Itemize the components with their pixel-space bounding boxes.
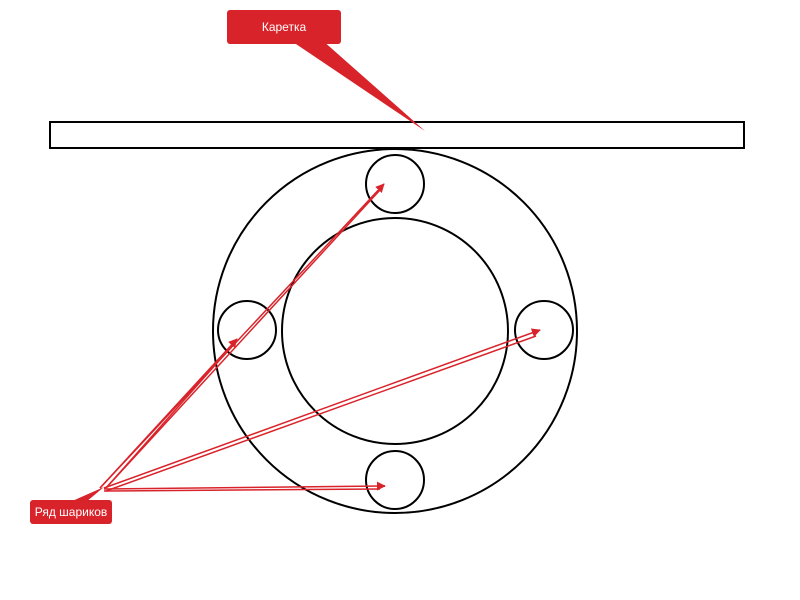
ball-row-callout: Ряд шариков (30, 500, 112, 524)
ball-bottom (365, 450, 425, 510)
ball-row-label: Ряд шариков (34, 505, 108, 519)
inner-ring (281, 217, 509, 445)
ball-top (365, 154, 425, 214)
carriage-rail (49, 121, 745, 149)
arrow-to-ball-right (103, 328, 541, 489)
outer-ring (212, 148, 578, 514)
ball-left (217, 300, 277, 360)
carriage-label: Каретка (261, 20, 307, 34)
ball-row-callout-pointer (70, 487, 104, 502)
arrow-to-ball-left (99, 338, 238, 489)
ball-row-arrows (99, 183, 541, 492)
arrow-to-ball-bottom (103, 481, 386, 491)
ball-right (514, 300, 574, 360)
carriage-callout-pointer (290, 40, 425, 131)
carriage-callout: Каретка (227, 10, 341, 44)
